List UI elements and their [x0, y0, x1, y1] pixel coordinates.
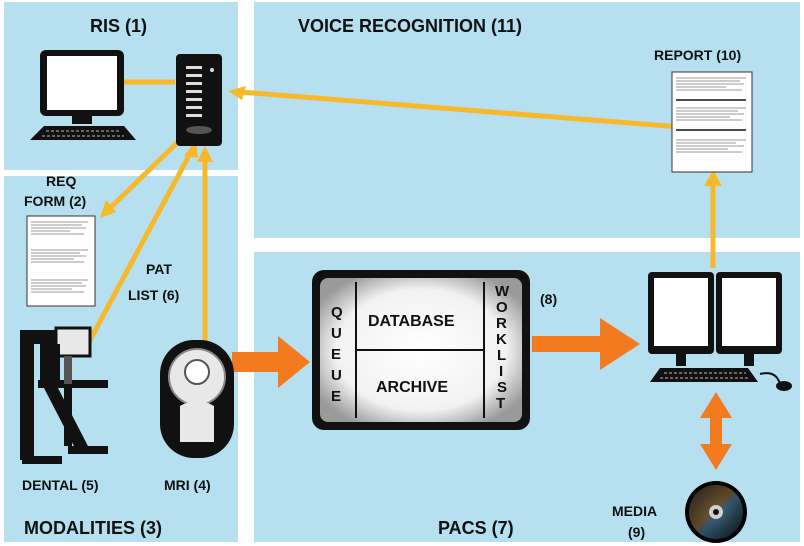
mri-to-pacs-arrow: [232, 336, 310, 388]
worklist-letter: S: [497, 379, 507, 396]
req-form-document-icon: [26, 215, 96, 307]
worklist-vertical-text: W O R K L I S T: [495, 283, 510, 412]
workstation-media-arrow: [700, 392, 732, 470]
pacs-title: PACS (7): [438, 518, 514, 538]
dental-label: DENTAL (5): [22, 477, 98, 493]
report-label: REPORT (10): [654, 47, 741, 63]
worklist-letter: I: [499, 363, 503, 380]
worklist-letter: W: [495, 283, 510, 300]
queue-letter: Q: [331, 304, 343, 321]
orange-arrows: [232, 318, 732, 470]
database-label: DATABASE: [368, 313, 455, 330]
queue-letter: U: [331, 325, 342, 342]
worklist-letter: T: [496, 395, 505, 412]
modalities-title: MODALITIES (3): [24, 518, 162, 538]
ris-title: RIS (1): [90, 16, 147, 36]
ris-server-icon: [176, 54, 222, 146]
radiology-workstation-icon: [648, 272, 792, 391]
arrowhead-to-ris-server: [228, 86, 246, 100]
worklist-letter: O: [496, 299, 508, 316]
voice-recognition-title: VOICE RECOGNITION (11): [298, 16, 522, 36]
ris-monitor-icon: [30, 50, 136, 140]
pat-list-label: PAT: [146, 261, 172, 277]
archive-label: ARCHIVE: [376, 379, 448, 396]
pacs-server-box: [312, 270, 530, 430]
yellow-connectors: [79, 79, 716, 357]
arrowhead-mri-to-ris: [197, 146, 213, 162]
arrowhead-to-report: [704, 170, 722, 186]
queue-letter: E: [331, 346, 341, 363]
worklist-letter: R: [496, 315, 507, 332]
cd-media-icon: [685, 481, 747, 543]
mri-scanner-icon: [160, 340, 234, 458]
step-8-label: (8): [540, 291, 557, 307]
queue-vertical-text: Q U E U E: [331, 304, 343, 405]
dental-xray-icon: [20, 326, 108, 464]
req-form-label: REQ: [46, 173, 76, 189]
pat-list-label-2: LIST (6): [128, 287, 179, 303]
queue-letter: U: [331, 367, 342, 384]
arrowhead-to-req-form: [100, 200, 116, 218]
worklist-letter: L: [497, 347, 506, 364]
media-label-2: (9): [628, 524, 645, 540]
pacs-to-workstation-arrow: [532, 318, 640, 370]
queue-letter: E: [331, 388, 341, 405]
media-label: MEDIA: [612, 503, 657, 519]
mri-label: MRI (4): [164, 477, 211, 493]
report-document-icon: [671, 71, 753, 173]
req-form-label-2: FORM (2): [24, 193, 86, 209]
worklist-letter: K: [496, 331, 507, 348]
